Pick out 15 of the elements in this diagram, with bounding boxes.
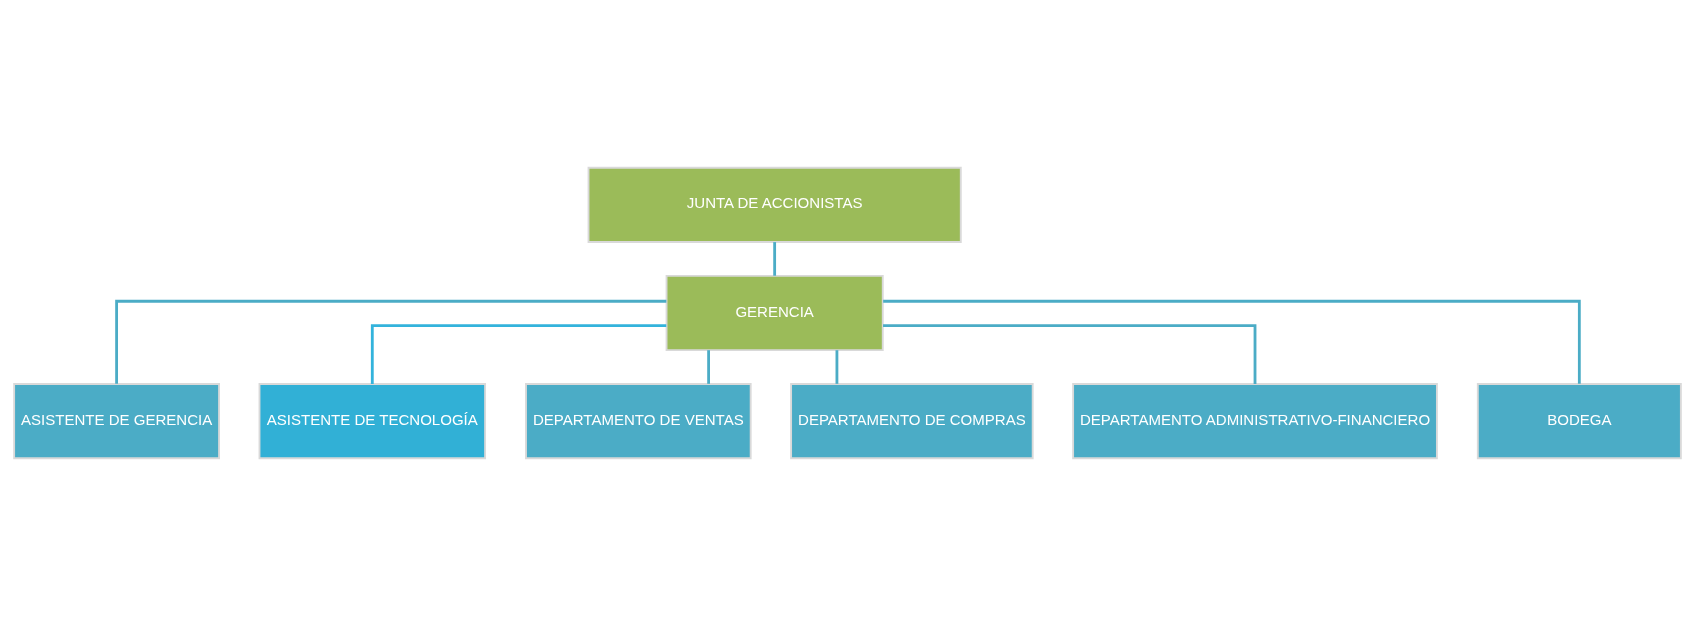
connector xyxy=(773,242,777,276)
node-box: DEPARTAMENTO DE COMPRAS xyxy=(790,383,1034,460)
node-box: DEPARTAMENTO ADMINISTRATIVO-FINANCIERO xyxy=(1072,383,1438,460)
node-box: BODEGA xyxy=(1476,383,1682,460)
connector xyxy=(835,350,839,384)
node-box: ASISTENTE DE TECNOLOGÍA xyxy=(258,383,487,460)
node-box: GERENCIA xyxy=(665,274,884,352)
connector xyxy=(883,324,1257,384)
node-box: DEPARTAMENTO DE VENTAS xyxy=(525,383,752,460)
node-box: JUNTA DE ACCIONISTAS xyxy=(587,166,962,243)
connector xyxy=(707,350,710,384)
connector xyxy=(883,299,1581,384)
connector xyxy=(370,324,667,384)
connector xyxy=(115,299,667,384)
node-box: ASISTENTE DE GERENCIA xyxy=(13,383,220,460)
